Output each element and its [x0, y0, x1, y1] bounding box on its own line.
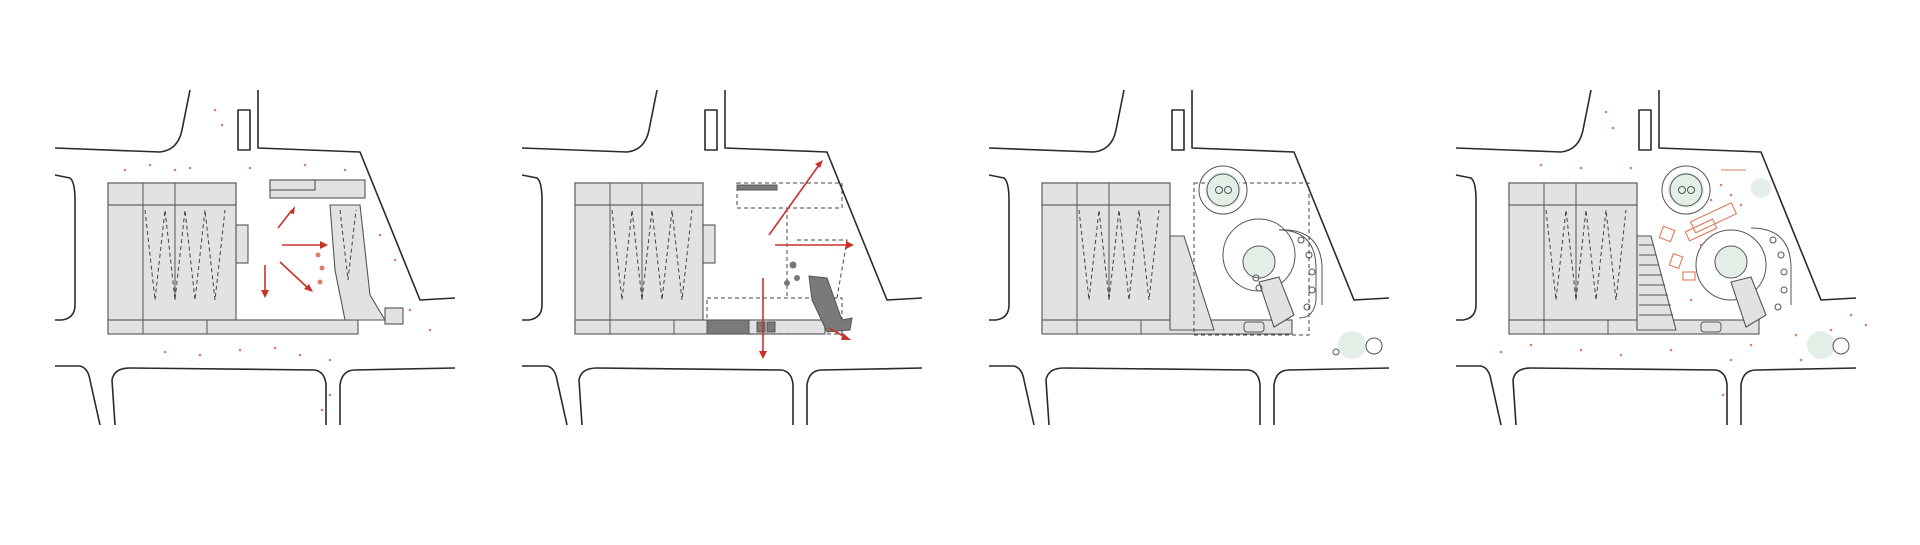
urban-furniture [1658, 169, 1746, 281]
flow-arrows [759, 160, 854, 359]
ramp-stairs [1639, 244, 1673, 316]
round-pavilions [1198, 165, 1323, 328]
panel-demolition-and-openings [521, 89, 923, 426]
flow-arrows [261, 206, 328, 298]
panel-existing-flows [54, 89, 456, 426]
panel-new-pavilions [988, 89, 1390, 426]
pedestrian-dots [123, 108, 432, 412]
panel-activated-square [1455, 89, 1868, 426]
pedestrian-dots [1499, 110, 1868, 397]
